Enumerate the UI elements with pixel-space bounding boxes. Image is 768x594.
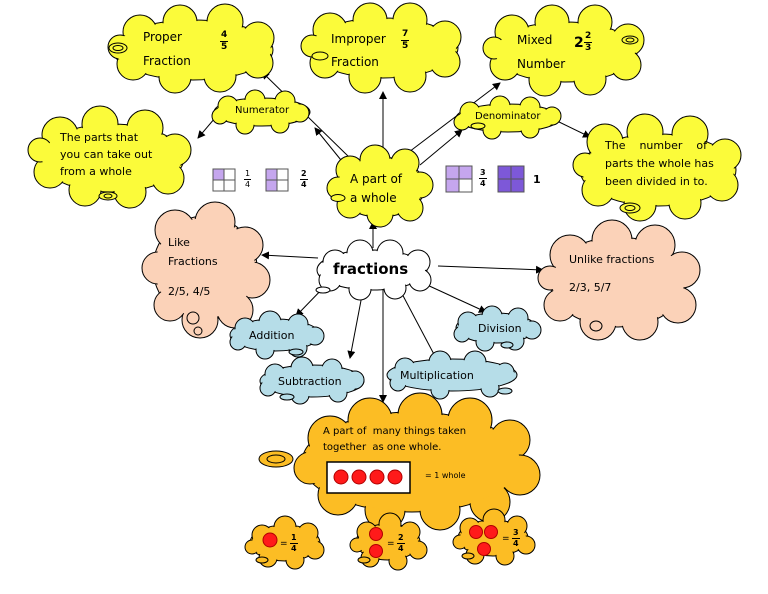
numerator-cloud — [211, 89, 311, 135]
eq-sign: = — [387, 539, 395, 549]
square-two-quarters — [265, 168, 289, 192]
numerator-description-cloud — [27, 105, 192, 209]
part-of-whole-cloud — [326, 144, 434, 228]
part-whole-line2: a whole — [350, 191, 397, 205]
addition-label: Addition — [249, 329, 295, 342]
like-example: 2/5, 4/5 — [168, 285, 211, 298]
denominator-desc-line1: The number of — [605, 139, 707, 152]
red-dot — [351, 469, 367, 485]
denominator-desc-line2: parts the whole has — [605, 157, 714, 170]
mixed-denominator: 3 — [585, 43, 592, 53]
improper-numerator: 7 — [401, 29, 410, 41]
numerator-desc-line2: you can take out — [60, 148, 153, 161]
square-1-numerator: 1 — [244, 169, 252, 180]
mixed-number-cloud — [482, 4, 645, 97]
red-dot — [333, 469, 349, 485]
square-three-quarters — [445, 165, 473, 193]
numerator-desc-line3: from a whole — [60, 165, 132, 178]
square-whole-label: 1 — [533, 173, 541, 186]
multiplication-cloud — [386, 350, 518, 400]
numerator-desc-line1: The parts that — [60, 131, 139, 144]
addition-cloud — [229, 310, 325, 360]
square-two-quarters-label: 2 4 — [300, 170, 308, 189]
proper-title-line1: Proper — [143, 30, 182, 44]
denominator-cloud — [453, 95, 562, 140]
group-desc-line1: A part of many things taken — [323, 426, 467, 437]
dots-3-denominator: 4 — [513, 539, 519, 548]
red-dot — [369, 469, 385, 485]
improper-title-line2: Fraction — [331, 55, 379, 69]
square-one-quarter-label: 1 4 — [244, 169, 252, 189]
dots-2-denominator: 4 — [398, 544, 404, 553]
one-quarter-dots-cloud — [244, 515, 325, 570]
red-dot — [387, 469, 403, 485]
proper-denominator: 5 — [221, 42, 228, 52]
part-whole-line1: A part of — [350, 172, 403, 186]
square-one-quarter — [212, 168, 236, 192]
group-desc-line2: together as one whole. — [323, 442, 442, 453]
dots-1-denominator: 4 — [291, 544, 297, 553]
improper-title-line1: Improper — [331, 32, 386, 46]
improper-denominator: 5 — [402, 41, 409, 51]
like-line1: Like — [168, 236, 190, 249]
mixed-whole-part: 2 — [574, 35, 584, 51]
dots-2-numerator: 2 — [397, 533, 405, 544]
unlike-fractions-cloud — [537, 219, 701, 341]
denominator-desc-line3: been divided in to. — [605, 175, 708, 188]
proper-title-line2: Fraction — [143, 54, 191, 68]
eq-sign: = — [502, 534, 510, 544]
square-1-denominator: 4 — [245, 180, 251, 189]
dots-3-numerator: 3 — [512, 528, 520, 539]
multiplication-label: Multiplication — [400, 369, 474, 382]
square-three-quarters-label: 3 4 — [479, 169, 487, 188]
dots-1-numerator: 1 — [290, 533, 298, 544]
division-cloud — [453, 305, 542, 352]
one-whole-label: = 1 whole — [425, 471, 466, 480]
mixed-fraction-value: 2 3 — [584, 31, 593, 53]
square-2-numerator: 2 — [300, 169, 308, 180]
mixed-title-line2: Number — [517, 57, 566, 71]
square-3-denominator: 4 — [480, 179, 486, 188]
dots-one-quarter-label: 1 4 — [290, 534, 298, 553]
three-quarters-dots-cloud — [452, 508, 536, 566]
square-2-denominator: 4 — [301, 180, 307, 189]
subtraction-cloud — [259, 356, 365, 405]
four-dots-box — [326, 461, 411, 494]
subtraction-label: Subtraction — [278, 375, 342, 388]
improper-fraction-value: 7 5 — [401, 29, 410, 51]
proper-numerator: 4 — [220, 30, 229, 42]
mixed-title-line1: Mixed — [517, 33, 553, 47]
square-3-numerator: 3 — [479, 168, 487, 179]
numerator-label: Numerator — [235, 105, 290, 116]
eq-sign: = — [280, 539, 288, 549]
like-fractions-cloud — [141, 201, 271, 339]
denominator-description-cloud — [572, 113, 742, 222]
two-quarters-dots-cloud — [349, 512, 428, 571]
division-label: Division — [478, 322, 522, 335]
improper-fraction-cloud — [300, 2, 462, 94]
unlike-title: Unlike fractions — [569, 253, 655, 266]
dots-two-quarters-label: 2 4 — [397, 534, 405, 553]
mixed-numerator: 2 — [584, 31, 593, 43]
unlike-example: 2/3, 5/7 — [569, 281, 612, 294]
proper-fraction-cloud — [107, 3, 275, 94]
dots-three-quarters-label: 3 4 — [512, 529, 520, 548]
fractions-center-cloud — [315, 239, 432, 301]
square-whole — [497, 165, 525, 193]
denominator-label: Denominator — [475, 111, 541, 122]
proper-fraction-value: 4 5 — [220, 30, 229, 52]
fractions-center-label: fractions — [333, 260, 409, 278]
like-line2: Fractions — [168, 255, 218, 268]
